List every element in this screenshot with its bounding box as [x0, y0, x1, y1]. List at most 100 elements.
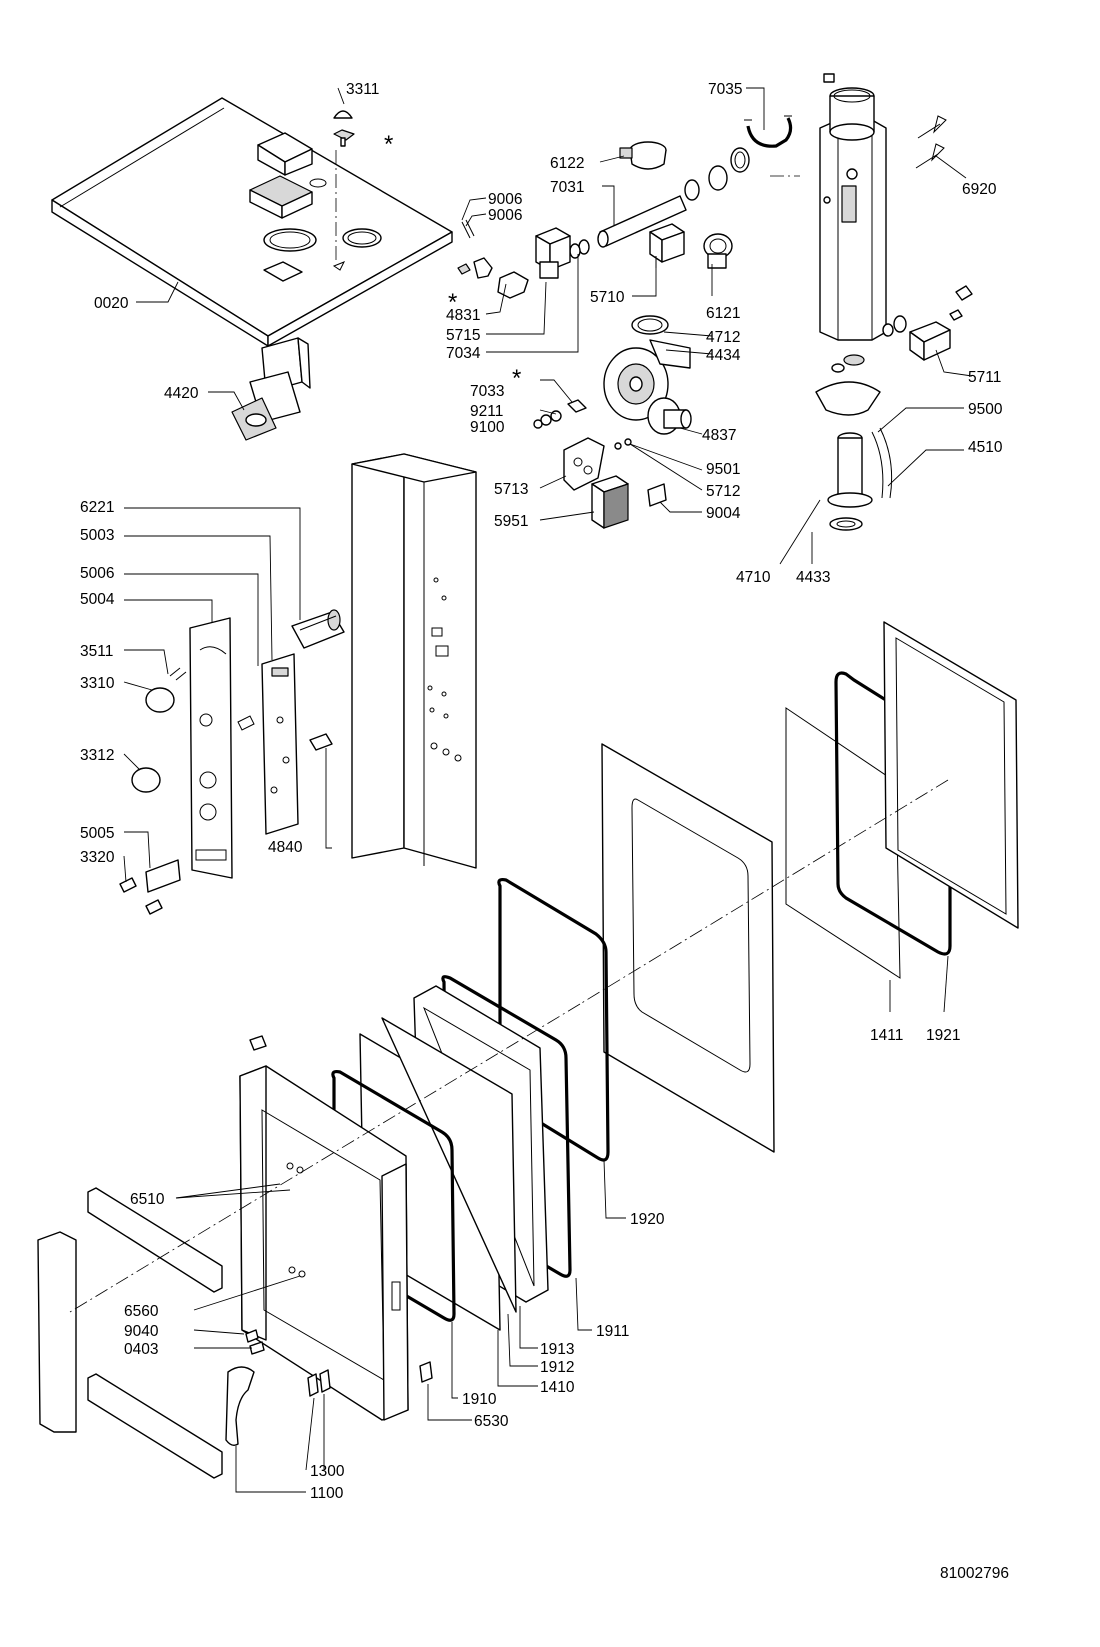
label-3511: 3511: [80, 643, 113, 660]
pipe-7035: [744, 115, 793, 148]
label-5951: 5951: [494, 513, 528, 530]
label-4840: 4840: [268, 839, 303, 856]
label-1910: 1910: [462, 1391, 497, 1408]
label-1911: 1911: [596, 1323, 629, 1340]
label-3312: 3312: [80, 747, 114, 764]
parts-5005-3320: [119, 859, 181, 915]
label-6122: 6122: [550, 155, 584, 172]
label-9211: 9211: [470, 403, 503, 420]
door-inner-panel: [601, 743, 775, 1153]
label-5003: 5003: [80, 527, 114, 544]
label-1920: 1920: [630, 1211, 665, 1228]
burner-parts-5711: [882, 285, 973, 361]
label-6920: 6920: [962, 181, 997, 198]
gas-valve-6121: [703, 233, 733, 269]
marker-star: *: [448, 289, 457, 316]
label-9006-a: 9006: [488, 191, 522, 208]
label-6510: 6510: [130, 1191, 165, 1208]
trim-strip-lower: [87, 1373, 223, 1479]
control-cover-column: [351, 453, 477, 869]
label-5005: 5005: [80, 825, 114, 842]
switch-3511: [169, 667, 187, 681]
label-4837: 4837: [702, 427, 736, 444]
top-cover-panel: [51, 97, 453, 347]
label-4712: 4712: [706, 329, 740, 346]
blower-4434: [603, 339, 691, 421]
label-4433: 4433: [796, 569, 830, 586]
label-1921: 1921: [926, 1027, 960, 1044]
trim-strip-upper: [87, 1187, 223, 1293]
label-9004: 9004: [706, 505, 741, 522]
label-5713: 5713: [494, 481, 528, 498]
parts-4840: [237, 715, 333, 751]
solenoid-valve-5710: [649, 223, 685, 268]
label-7035: 7035: [708, 81, 742, 98]
label-9040: 9040: [124, 1323, 159, 1340]
label-4710: 4710: [736, 569, 771, 586]
label-3311: 3311: [346, 81, 379, 98]
label-5712: 5712: [706, 483, 740, 500]
duct-connector-4420: [231, 337, 311, 441]
gasket-4712: [631, 315, 669, 335]
label-7031: 7031: [550, 179, 584, 196]
fitting-4831: [457, 219, 529, 299]
label-9100: 9100: [470, 419, 505, 436]
small-parts-door: [245, 1035, 433, 1397]
label-9501: 9501: [706, 461, 740, 478]
solenoid-valve-5715: [535, 227, 571, 279]
blower-motor-4837: [647, 397, 692, 435]
assembly-axes: [69, 150, 949, 1313]
electrodes-6920: [915, 115, 947, 169]
label-6530: 6530: [474, 1413, 509, 1430]
label-6560: 6560: [124, 1303, 159, 1320]
label-5004: 5004: [80, 591, 115, 608]
label-0020: 0020: [94, 295, 129, 312]
label-7033: 7033: [470, 383, 504, 400]
label-1100: 1100: [310, 1485, 344, 1502]
label-4831: 4831: [446, 307, 480, 324]
label-1913: 1913: [540, 1341, 574, 1358]
label-9006-b: 9006: [488, 207, 522, 224]
knobs-3310-3312: [131, 687, 175, 793]
label-4420: 4420: [164, 385, 199, 402]
sensor-6122: [619, 141, 667, 170]
label-0403: 0403: [124, 1341, 158, 1358]
label-5711: 5711: [968, 369, 1001, 386]
circuit-board-5003: [261, 653, 299, 835]
door-outer-glass-1411: [785, 707, 901, 979]
label-7034: 7034: [446, 345, 481, 362]
door-frame-back: [883, 621, 1019, 929]
label-4434: 4434: [706, 347, 741, 364]
label-1912: 1912: [540, 1359, 574, 1376]
label-5715: 5715: [446, 327, 480, 344]
part-labels: 3311 * 7035 6122 7031 9006 9006 6920 002…: [80, 81, 1009, 1582]
gas-pipe-7031: [569, 147, 750, 259]
marker-star: *: [512, 365, 521, 392]
trim-strip-left: [37, 1231, 77, 1433]
bracket-9004: [647, 483, 667, 507]
control-module-5951: [591, 475, 629, 529]
fan-motor-6221: [291, 609, 345, 649]
label-4510: 4510: [968, 439, 1003, 456]
label-5710: 5710: [590, 289, 625, 306]
label-1411: 1411: [870, 1027, 903, 1044]
label-5006: 5006: [80, 565, 114, 582]
door-main-frame: [239, 1065, 409, 1421]
control-panel-5004: [189, 617, 233, 879]
leader-lines: [123, 87, 973, 1493]
label-6121: 6121: [706, 305, 740, 322]
knob-3311: [333, 110, 355, 147]
label-9500: 9500: [968, 401, 1003, 418]
gas-valve-5713: [563, 437, 605, 491]
drawing-number: 81002796: [940, 1565, 1009, 1582]
marker-star: *: [384, 131, 393, 158]
flue-heat-exchanger-column: [819, 73, 887, 341]
seals-9501-5712: [614, 438, 632, 450]
fittings-7033-9211-9100: [533, 399, 587, 429]
label-6221: 6221: [80, 499, 114, 516]
label-3310: 3310: [80, 675, 115, 692]
label-3320: 3320: [80, 849, 115, 866]
label-1300: 1300: [310, 1463, 345, 1480]
burner-plate-4710-4433: [815, 354, 893, 531]
